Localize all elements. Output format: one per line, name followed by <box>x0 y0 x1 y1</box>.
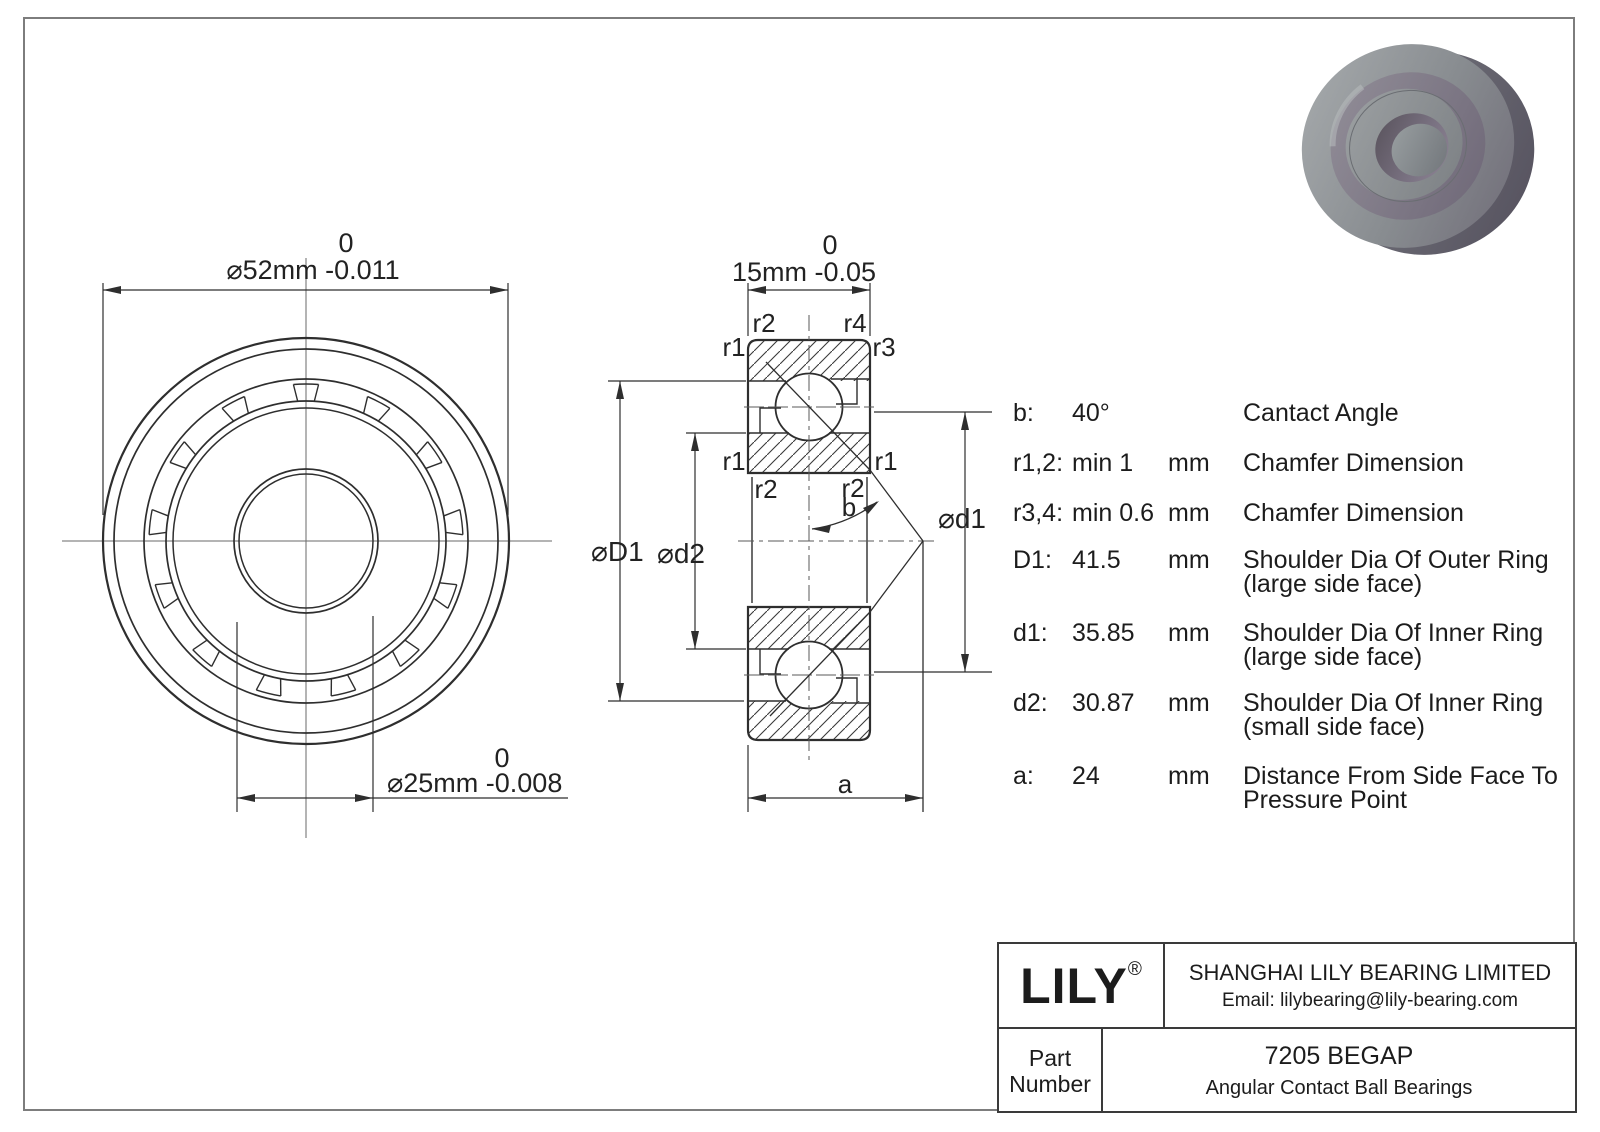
label-r2-mid-right: r2 <box>841 473 864 503</box>
spec-label: d1: <box>1013 619 1048 647</box>
front-view-bore-dimension <box>236 616 568 812</box>
label-r1-mid-right: r1 <box>874 446 897 476</box>
spec-label: a: <box>1013 762 1034 790</box>
part-info: 7205 BEGAP Angular Contact Ball Bearings <box>1103 1029 1575 1113</box>
contact-angle-lines <box>765 361 924 812</box>
spec-unit: mm <box>1168 449 1210 477</box>
company-info: SHANGHAI LILY BEARING LIMITED Email: lil… <box>1165 944 1575 1027</box>
part-type: Angular Contact Ball Bearings <box>1205 1077 1473 1099</box>
spec-value: min 1 <box>1072 449 1134 477</box>
spec-value: 41.5 <box>1072 546 1121 574</box>
front-view-od-dimension <box>102 283 509 515</box>
cage-pockets <box>148 383 464 697</box>
dimension-d1 <box>874 411 992 673</box>
spec-description: Shoulder Dia Of Inner Ring(large side fa… <box>1243 619 1544 671</box>
width-tolerance-top: 0 <box>822 230 837 260</box>
bearing-3d-render <box>1301 44 1535 255</box>
spec-unit: mm <box>1168 499 1210 527</box>
dimension-D1 <box>608 380 746 702</box>
front-view-centerlines <box>62 258 552 838</box>
logo-text: LILY <box>1020 957 1128 1014</box>
title-block-part-row: Part Number 7205 BEGAP Angular Contact B… <box>999 1029 1575 1113</box>
spec-description: Cantact Angle <box>1243 399 1399 427</box>
title-block: LILY® SHANGHAI LILY BEARING LIMITED Emai… <box>997 942 1577 1113</box>
dimension-d2 <box>686 432 746 650</box>
bore-dimension-label: ⌀25mm -0.008 <box>387 768 562 798</box>
dimension-texts: 0 ⌀52mm -0.011 0 ⌀25mm -0.008 0 15mm -0.… <box>226 228 986 799</box>
spec-value: 35.85 <box>1072 619 1135 647</box>
company-logo: LILY® <box>999 944 1165 1027</box>
label-contact-angle-b: b <box>842 492 856 522</box>
label-distance-a: a <box>838 769 853 799</box>
label-r1-upper-left: r1 <box>722 332 745 362</box>
raceway-lines <box>748 378 870 704</box>
width-dimension-label: 15mm -0.05 <box>732 257 876 287</box>
label-dia-D1: ⌀D1 <box>591 536 644 567</box>
spec-description: Chamfer Dimension <box>1243 499 1464 527</box>
od-dimension-label: ⌀52mm -0.011 <box>226 255 399 285</box>
spec-unit: mm <box>1168 762 1210 790</box>
part-number-label: Part Number <box>999 1029 1103 1113</box>
label-r2-mid-left: r2 <box>754 474 777 504</box>
registered-trademark-icon: ® <box>1127 958 1142 980</box>
spec-label: D1: <box>1013 546 1052 574</box>
bore-tolerance-top: 0 <box>494 743 509 773</box>
spec-description: Chamfer Dimension <box>1243 449 1464 477</box>
spec-value: 24 <box>1072 762 1100 790</box>
label-dia-d1: ⌀d1 <box>938 503 986 534</box>
spec-label: r1,2: <box>1013 449 1064 477</box>
spec-unit: mm <box>1168 619 1210 647</box>
company-email: Email: lilybearing@lily-bearing.com <box>1222 989 1518 1011</box>
title-block-company-row: LILY® SHANGHAI LILY BEARING LIMITED Emai… <box>999 944 1575 1029</box>
part-number-value: 7205 BEGAP <box>1264 1042 1414 1070</box>
spec-unit: mm <box>1168 689 1210 717</box>
spec-label: r3,4: <box>1013 499 1064 527</box>
company-name: SHANGHAI LILY BEARING LIMITED <box>1188 959 1552 985</box>
spec-value: 40° <box>1072 399 1110 427</box>
dimension-a <box>747 745 923 812</box>
label-r4-top-right: r4 <box>843 308 866 338</box>
spec-description: Shoulder Dia Of Outer Ring(large side fa… <box>1243 546 1549 598</box>
section-view <box>608 283 992 812</box>
label-r1-mid-left: r1 <box>722 446 745 476</box>
front-view <box>62 258 568 838</box>
label-r2-top-left: r2 <box>752 308 775 338</box>
spec-value: 30.87 <box>1072 689 1135 717</box>
spec-unit: mm <box>1168 546 1210 574</box>
spec-value: min 0.6 <box>1072 499 1154 527</box>
spec-description: Shoulder Dia Of Inner Ring(small side fa… <box>1243 689 1544 741</box>
drawing-border-frame <box>23 17 1575 1111</box>
label-r3-upper-right: r3 <box>872 332 895 362</box>
section-width-dimension <box>747 283 871 336</box>
spec-label: d2: <box>1013 689 1048 717</box>
od-tolerance-top: 0 <box>338 228 353 258</box>
label-dia-d2: ⌀d2 <box>657 538 705 569</box>
spec-label: b: <box>1013 399 1034 427</box>
